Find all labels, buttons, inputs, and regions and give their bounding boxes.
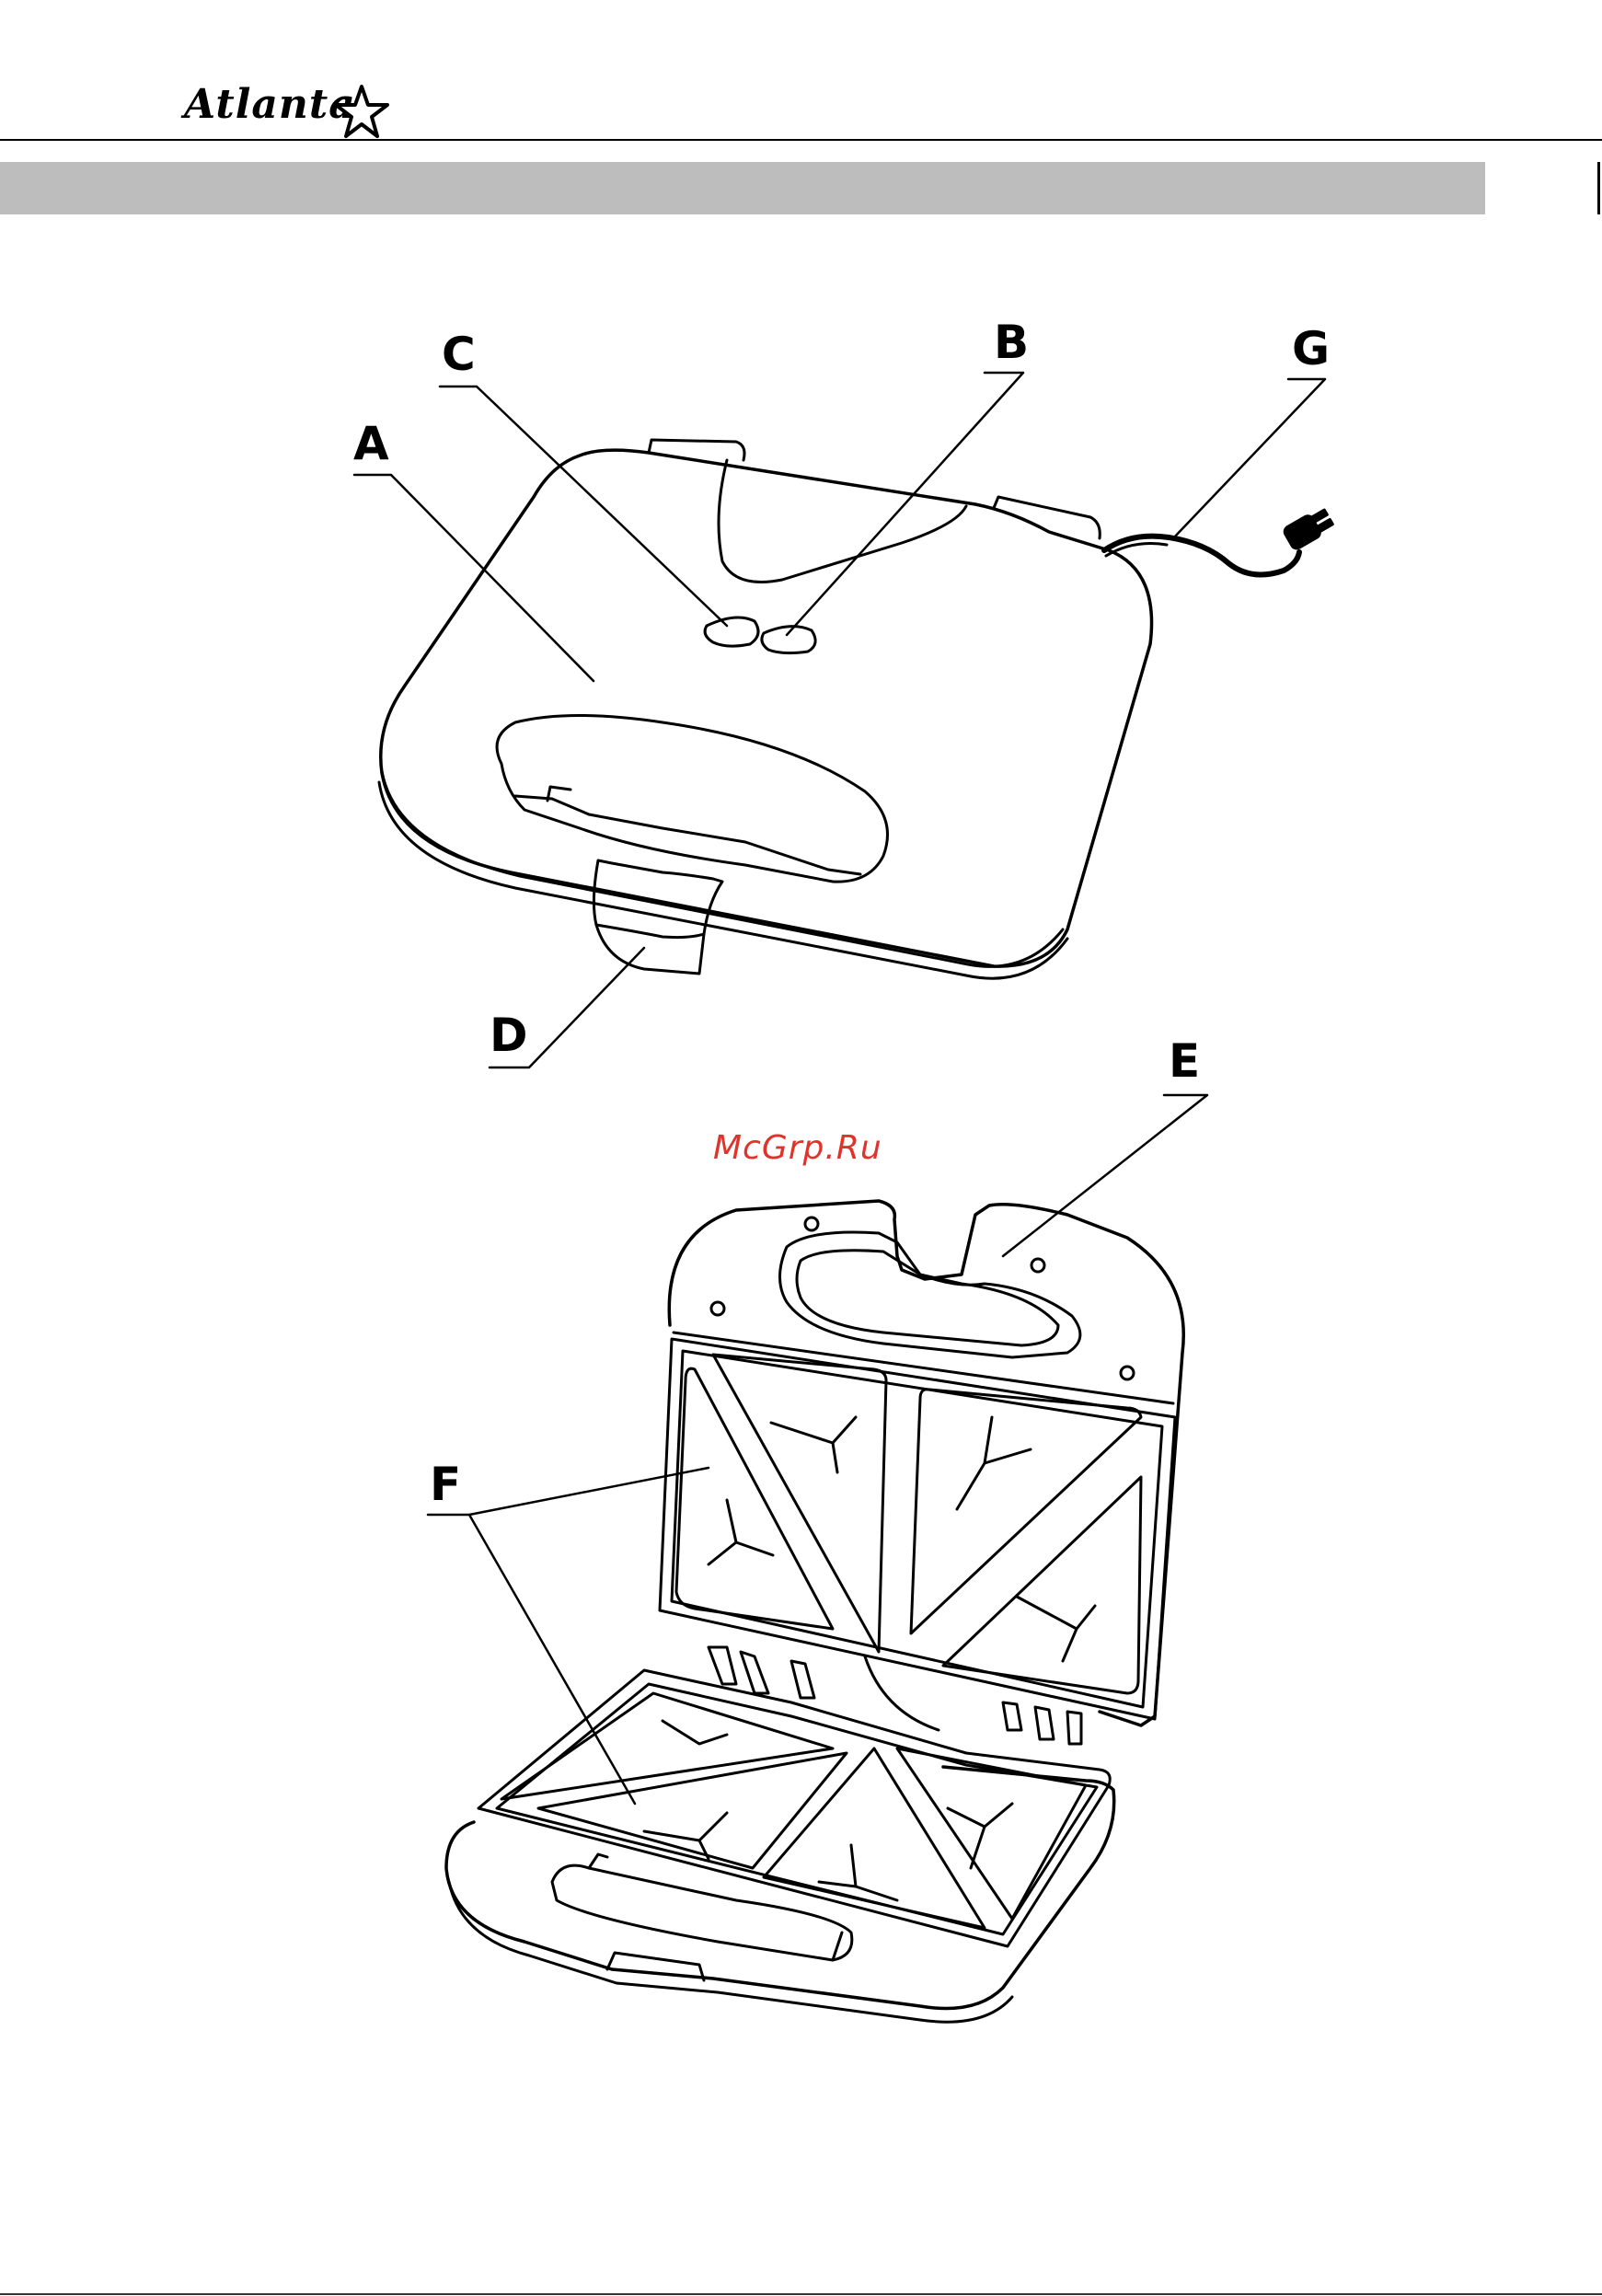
footer-rule — [0, 2293, 1602, 2295]
handle-opening — [497, 716, 888, 883]
lid-outline — [381, 450, 1152, 966]
callout-g: G — [1292, 326, 1330, 372]
leader-lines — [354, 373, 1325, 1804]
closed-appliance-drawing — [379, 440, 1299, 978]
callout-c: C — [442, 331, 476, 377]
indicator-light-c — [705, 617, 758, 646]
callout-d: D — [490, 1012, 528, 1058]
power-plug-icon — [1283, 507, 1334, 551]
callout-e: E — [1169, 1038, 1200, 1084]
callout-a: A — [353, 421, 389, 467]
top-plate-triangle-1 — [676, 1368, 833, 1629]
watermark: McGrp.Ru — [713, 1129, 882, 1167]
callout-b: B — [994, 319, 1029, 365]
callout-f: F — [430, 1461, 461, 1507]
open-appliance-drawing — [446, 1201, 1183, 2022]
open-lid-outline — [669, 1201, 1183, 1725]
top-plate-triangle-2 — [713, 1355, 886, 1652]
bottom-plate-frame — [478, 1670, 1110, 1946]
indicator-light-b — [762, 627, 815, 653]
base-handle-slot — [552, 1865, 852, 1960]
